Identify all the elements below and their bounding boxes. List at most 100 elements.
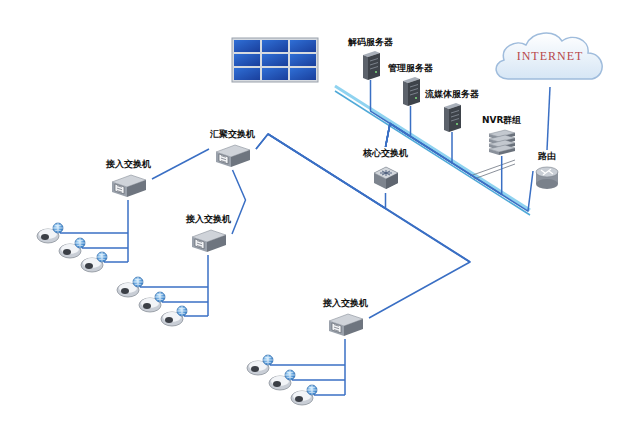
graphic-shape <box>82 247 128 249</box>
camera <box>117 277 143 297</box>
graphic-shape <box>117 186 122 193</box>
network-link <box>152 149 209 179</box>
nvr-node: NVR群组 <box>481 114 522 156</box>
graphic-shape <box>207 255 209 316</box>
graphic-shape <box>361 50 381 80</box>
graphic-shape <box>451 115 459 118</box>
network-link <box>547 87 550 150</box>
graphic-shape <box>109 172 149 200</box>
graphic-shape <box>197 241 202 248</box>
graphic-shape <box>487 128 517 156</box>
aggregation-switch-node: 汇聚交换机 <box>209 128 256 170</box>
network-link <box>256 134 470 318</box>
camera <box>139 292 165 312</box>
network-link <box>232 170 246 234</box>
device-label: 解码服务器 <box>347 36 394 48</box>
device-label: 路由 <box>537 150 557 162</box>
graphic-shape <box>162 301 208 303</box>
device-label: 接入交换机 <box>105 158 152 170</box>
graphic-shape <box>489 149 499 155</box>
nvr-wire <box>470 160 515 176</box>
access-switch-node: 接入交换机 <box>185 213 232 255</box>
core-switch-node: 核心交换机 <box>362 147 409 193</box>
graphic-shape <box>370 161 402 193</box>
camera-wiring <box>60 200 345 395</box>
graphic-shape <box>184 315 208 317</box>
camera <box>81 252 107 272</box>
graphic-shape <box>496 33 602 79</box>
graphic-shape <box>370 63 378 66</box>
device-label: 管理服务器 <box>387 62 434 74</box>
camera <box>291 385 317 405</box>
graphic-shape <box>449 105 461 132</box>
graphic-shape <box>326 311 366 339</box>
graphic-shape <box>368 53 380 80</box>
internet-cloud: INTERNET <box>490 25 610 87</box>
device-label: 汇聚交换机 <box>209 128 256 140</box>
graphic-shape <box>332 323 341 333</box>
graphic-shape <box>189 227 229 255</box>
graphic-shape <box>403 81 408 106</box>
graphic-shape <box>127 180 146 197</box>
graphic-shape <box>444 107 449 132</box>
access-switch-node: 接入交换机 <box>105 158 152 200</box>
device-label: 接入交换机 <box>185 213 232 225</box>
graphic-shape <box>234 68 260 80</box>
graphic-shape <box>262 68 288 80</box>
graphic-shape <box>127 200 129 262</box>
graphic-shape <box>329 321 344 336</box>
graphic-shape <box>410 93 418 96</box>
graphic-shape <box>213 142 253 170</box>
graphic-shape <box>231 150 250 167</box>
graphic-shape <box>234 40 260 52</box>
router-node: 路由 <box>533 150 561 192</box>
server-bus <box>335 86 530 210</box>
graphic-shape <box>219 154 228 164</box>
graphic-shape <box>408 79 420 106</box>
graphic-shape <box>363 55 368 80</box>
device-label: 核心交换机 <box>362 147 409 159</box>
graphic-shape <box>386 173 398 189</box>
graphic-shape <box>112 182 127 197</box>
graphic-shape <box>536 167 558 177</box>
graphic-shape <box>456 123 458 125</box>
camera <box>247 355 273 375</box>
graphic-shape <box>541 169 553 175</box>
camera <box>59 238 85 258</box>
graphic-shape <box>140 286 208 288</box>
graphic-shape <box>115 184 124 194</box>
graphic-shape <box>314 394 345 396</box>
graphic-shape <box>374 167 398 189</box>
graphic-shape <box>536 179 558 189</box>
graphic-shape <box>415 97 417 99</box>
graphic-shape <box>533 164 561 192</box>
graphic-shape <box>292 379 345 381</box>
graphic-shape <box>270 364 345 366</box>
graphic-shape <box>451 119 459 122</box>
cloud-label: INTERNET <box>517 49 584 64</box>
graphic-shape <box>451 111 459 114</box>
graphic-shape <box>290 40 316 52</box>
graphic-shape <box>262 40 288 52</box>
camera <box>269 370 295 390</box>
graphic-shape <box>380 170 392 176</box>
server-bus <box>335 91 530 215</box>
graphic-shape <box>375 71 377 73</box>
graphic-shape <box>401 76 421 106</box>
graphic-shape <box>216 152 231 167</box>
graphic-shape <box>232 38 318 82</box>
camera <box>161 306 187 326</box>
graphic-shape <box>499 148 515 155</box>
graphic-shape <box>370 67 378 70</box>
graphic-shape <box>410 85 418 88</box>
video-wall <box>232 38 318 82</box>
device-label: 流媒体服务器 <box>424 88 480 100</box>
access-switch-node: 接入交换机 <box>322 297 369 339</box>
graphic-shape <box>344 319 363 336</box>
graphic-shape <box>410 89 418 92</box>
graphic-shape <box>442 102 462 132</box>
graphic-shape <box>344 339 346 395</box>
graphic-shape <box>262 54 288 66</box>
nvr-wire <box>474 164 515 179</box>
